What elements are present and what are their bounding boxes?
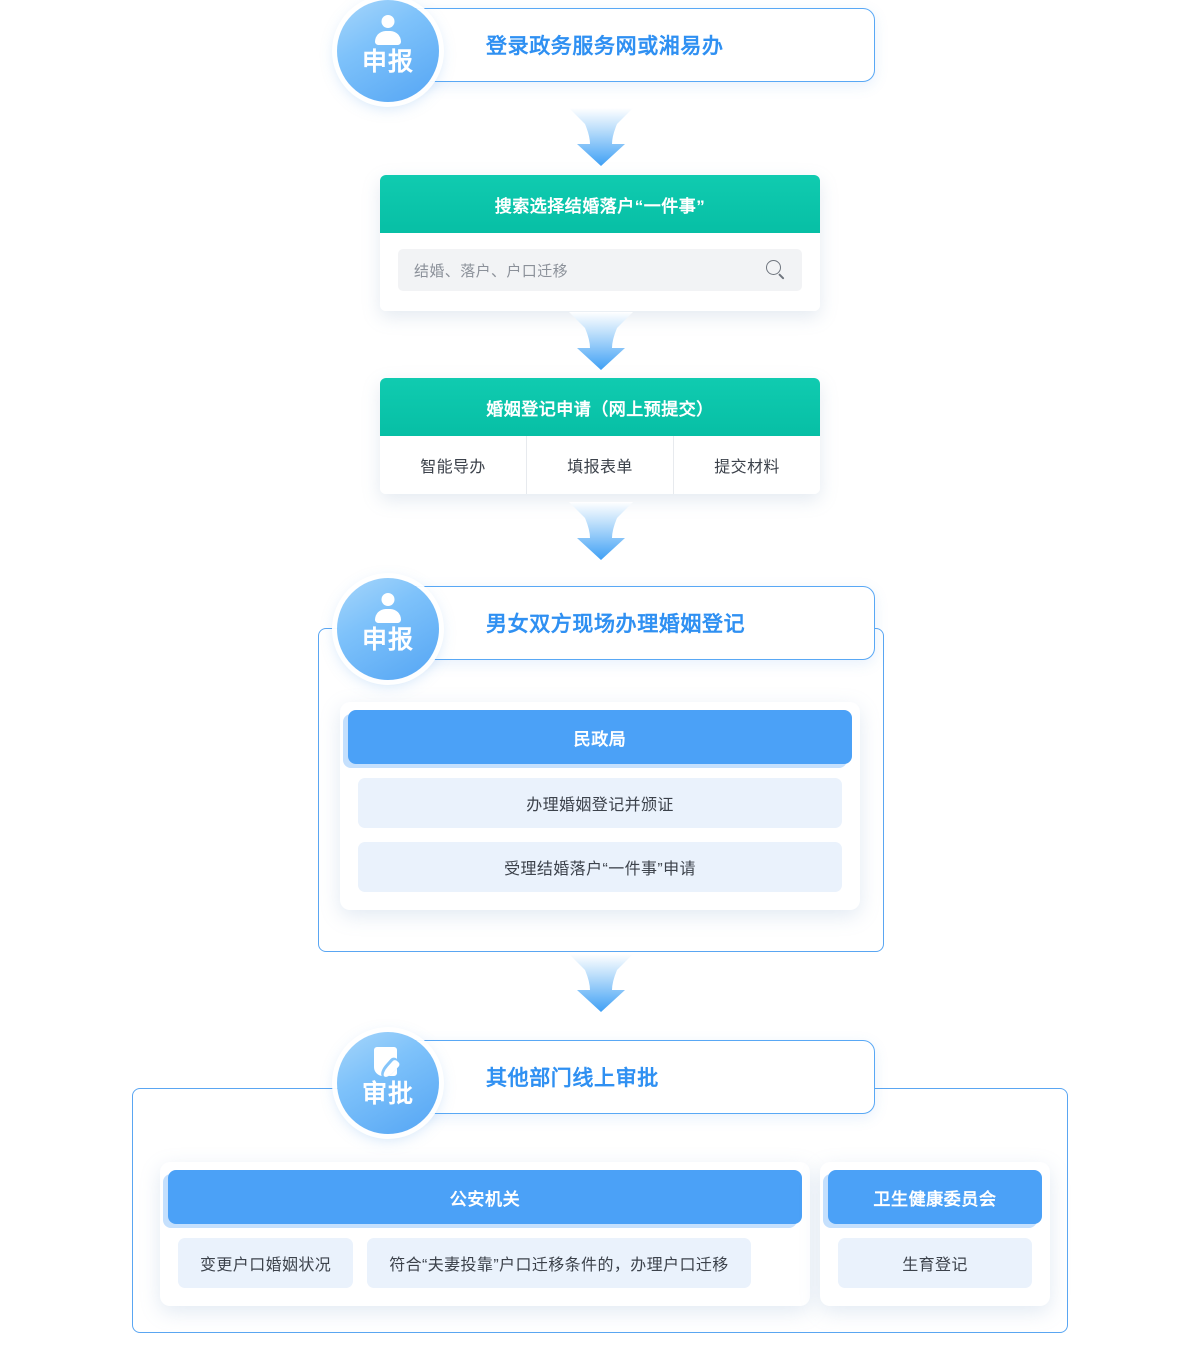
step-2-badge: 申报 (337, 578, 439, 680)
dept-item[interactable]: 变更户口婚姻状况 (178, 1238, 354, 1288)
apply-card-cells: 智能导办 填报表单 提交材料 (380, 436, 820, 494)
dept-card-health-commission-items: 生育登记 (820, 1224, 1050, 1306)
step-2-title: 男女双方现场办理婚姻登记 (486, 613, 746, 636)
step-3-title: 其他部门线上审批 (486, 1067, 659, 1090)
step-header-3: 其他部门线上审批 审批 (337, 1032, 875, 1134)
step-1-badge: 申报 (337, 0, 439, 102)
dept-card-civil-affairs-items: 办理婚姻登记并颁证 受理结婚落户“一件事”申请 (340, 764, 860, 910)
dept-card-health-commission-title: 卫生健康委员会 (828, 1170, 1042, 1224)
search-card-body: 结婚、落户、户口迁移 (380, 233, 820, 311)
dept-card-public-security-items: 变更户口婚姻状况 符合“夫妻投靠”户口迁移条件的，办理户口迁移 (160, 1224, 810, 1306)
apply-card: 婚姻登记申请（网上预提交） 智能导办 填报表单 提交材料 (380, 378, 820, 494)
search-icon[interactable] (766, 260, 786, 280)
step-1-badge-label: 申报 (361, 48, 414, 76)
apply-cell-3[interactable]: 提交材料 (673, 436, 820, 494)
step-3-badge: 审批 (337, 1032, 439, 1134)
apply-cell-1[interactable]: 智能导办 (420, 459, 486, 476)
step-header-1: 登录政务服务网或湘易办 申报 (337, 0, 875, 102)
dept-card-public-security-title: 公安机关 (168, 1170, 802, 1224)
person-icon (371, 15, 405, 47)
apply-card-body: 智能导办 填报表单 提交材料 (380, 436, 820, 494)
step-3-badge-label: 审批 (361, 1080, 414, 1108)
step-3-title-pill: 其他部门线上审批 (403, 1040, 875, 1114)
step-1-title: 登录政务服务网或湘易办 (486, 35, 724, 58)
dept-card-health-commission: 卫生健康委员会 生育登记 (820, 1162, 1050, 1306)
person-icon (371, 593, 405, 625)
arrow-down-4 (565, 952, 637, 1014)
arrow-down-2 (565, 310, 637, 372)
step-2-title-pill: 男女双方现场办理婚姻登记 (403, 586, 875, 660)
dept-card-civil-affairs-title: 民政局 (348, 710, 852, 764)
apply-cell-2[interactable]: 填报表单 (526, 436, 673, 494)
apply-card-header: 婚姻登记申请（网上预提交） (380, 378, 820, 436)
step-1-title-pill: 登录政务服务网或湘易办 (403, 8, 875, 82)
step-2-badge-label: 申报 (361, 626, 414, 654)
dept-item[interactable]: 受理结婚落户“一件事”申请 (358, 842, 842, 892)
search-card-header: 搜索选择结婚落户“一件事” (380, 175, 820, 233)
dept-card-public-security: 公安机关 变更户口婚姻状况 符合“夫妻投靠”户口迁移条件的，办理户口迁移 (160, 1162, 810, 1306)
search-placeholder: 结婚、落户、户口迁移 (414, 262, 569, 280)
arrow-down-1 (565, 106, 637, 168)
dept-item[interactable]: 生育登记 (838, 1238, 1032, 1288)
dept-item[interactable]: 办理婚姻登记并颁证 (358, 778, 842, 828)
dept-card-civil-affairs: 民政局 办理婚姻登记并颁证 受理结婚落户“一件事”申请 (340, 702, 860, 910)
search-input[interactable]: 结婚、落户、户口迁移 (398, 249, 802, 291)
arrow-down-3 (565, 500, 637, 562)
document-edit-icon (371, 1047, 405, 1080)
dept-item[interactable]: 符合“夫妻投靠”户口迁移条件的，办理户口迁移 (367, 1238, 751, 1288)
search-card: 搜索选择结婚落户“一件事” 结婚、落户、户口迁移 (380, 175, 820, 311)
step-header-2: 男女双方现场办理婚姻登记 申报 (337, 578, 875, 680)
